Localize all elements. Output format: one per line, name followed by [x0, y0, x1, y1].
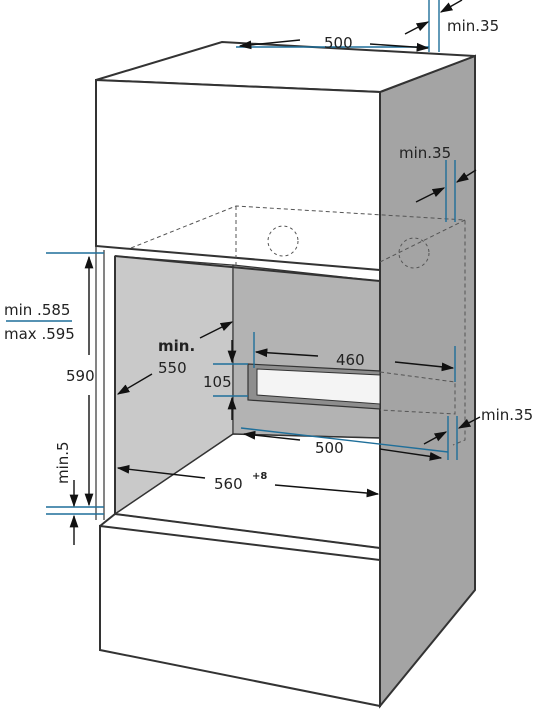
front-width-label: 560: [214, 475, 243, 493]
front-width-tolerance-label: +8: [252, 471, 267, 482]
height-range-max-label: max .595: [4, 325, 75, 343]
vent-slot: [256, 368, 381, 405]
vent-height-label: 105: [203, 373, 232, 391]
depth-value-label: 550: [158, 359, 187, 377]
appliance-hidden-outline: [130, 205, 466, 446]
bottom-min-gap-label: min.5: [54, 441, 72, 484]
vent-hole-side: [398, 237, 430, 269]
bottom-depth-label: 500: [315, 439, 344, 457]
depth-min-label: min.: [158, 337, 195, 355]
base-front-face: [99, 524, 381, 708]
vent-hole-top: [267, 225, 299, 257]
vent-width-label: 460: [336, 351, 365, 369]
right-min-gap-label: min.35: [481, 406, 533, 424]
height-range-min-label: min .585: [4, 301, 70, 319]
dimension-labels: 500 min.35 min.35 min .585 max .595 590 …: [4, 17, 533, 493]
top-min-gap-label: min.35: [447, 17, 499, 35]
cabinet-body: [95, 40, 476, 709]
opening-height-label: 590: [66, 367, 95, 385]
top-box-front-face: [95, 78, 381, 272]
side-min-gap-label: min.35: [399, 144, 451, 162]
top-width-label: 500: [324, 34, 353, 52]
dimension-lines: [6, 0, 481, 545]
